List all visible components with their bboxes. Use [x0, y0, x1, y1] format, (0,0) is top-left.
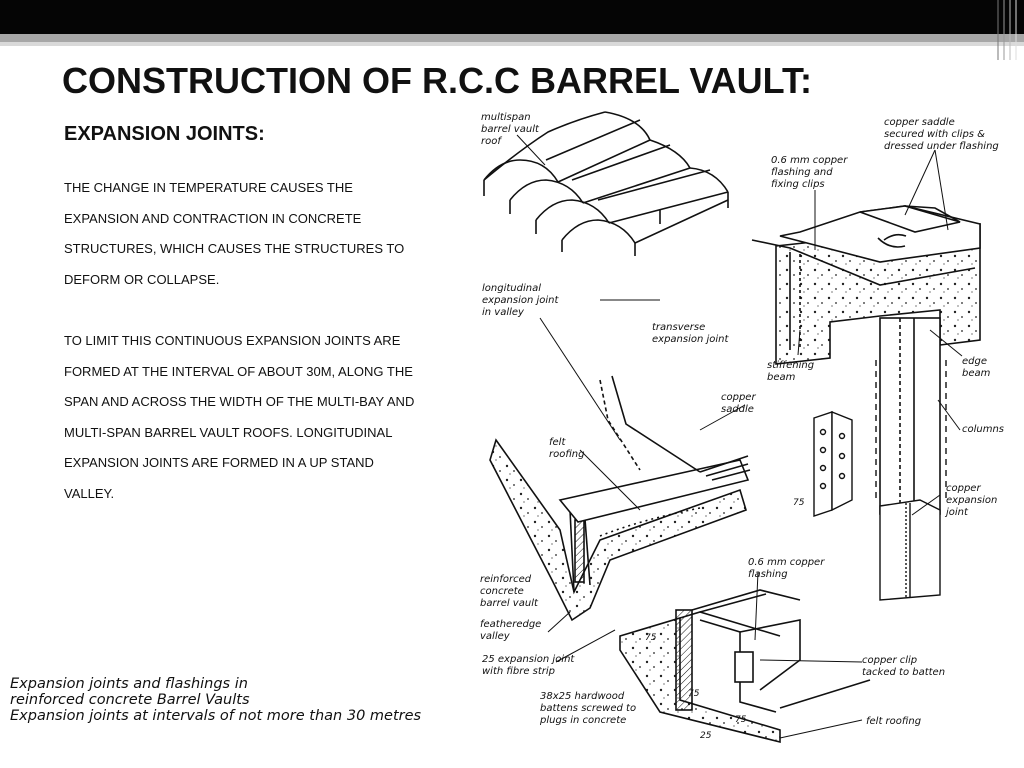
label-multispan: barrel vault — [481, 124, 540, 135]
label-longitudinal: expansion joint — [482, 295, 560, 306]
barrel-vault-expansion-joint-drawing: multispan barrel vault roof copper saddl… — [480, 111, 1004, 744]
dimension-label: 25 — [700, 731, 712, 741]
text-line: TO LIMIT THIS CONTINUOUS EXPANSION JOINT… — [64, 333, 401, 348]
slide-title: CONSTRUCTION OF R.C.C BARREL VAULT: — [62, 60, 812, 101]
upper-edge-beam-section — [751, 205, 981, 515]
label-featheredge-valley: featheredge — [480, 619, 541, 630]
paragraph-1: THE CHANGE IN TEMPERATURE CAUSES THE EXP… — [64, 173, 484, 295]
label-longitudinal: in valley — [482, 307, 525, 318]
label-copper-flashing-clips: 0.6 mm copper — [771, 155, 848, 166]
label-felt-roofing-bottom: felt roofing — [866, 716, 921, 727]
label-felt-roofing: felt — [549, 437, 566, 448]
label-edge-beam: edge — [962, 356, 987, 367]
label-fibre-strip: with fibre strip — [482, 666, 555, 677]
body-text: THE CHANGE IN TEMPERATURE CAUSES THE EXP… — [64, 173, 484, 509]
label-hardwood-battens: battens screwed to — [540, 703, 636, 714]
multispan-vault-sketch — [483, 111, 729, 256]
label-copper-saddle-clips: dressed under flashing — [884, 141, 999, 152]
valley-gutter-section — [489, 375, 751, 622]
dimension-label: 75 — [645, 633, 657, 643]
label-rc-barrel-vault: reinforced — [480, 574, 532, 585]
label-hardwood-battens: 38x25 hardwood — [540, 691, 625, 702]
upstand-joint-detail — [619, 589, 871, 744]
text-line: STRUCTURES, WHICH CAUSES THE STRUCTURES … — [64, 241, 405, 256]
leader-lines — [516, 134, 963, 739]
dimension-label: 75 — [793, 498, 805, 508]
label-felt-roofing: roofing — [549, 449, 585, 460]
label-copper-saddle: copper — [721, 392, 756, 403]
label-copper-clip: tacked to batten — [862, 667, 945, 678]
figure-labels: multispan barrel vault roof copper saddl… — [480, 112, 1004, 741]
caption-line: Expansion joints and flashings in — [10, 676, 248, 692]
grey-band — [0, 34, 1024, 42]
label-copper-flashing: 0.6 mm copper — [748, 557, 825, 568]
text-line: FORMED AT THE INTERVAL OF ABOUT 30M, ALO… — [64, 363, 413, 379]
label-rc-barrel-vault: concrete — [480, 586, 524, 597]
paragraph-2: TO LIMIT THIS CONTINUOUS EXPANSION JOINT… — [64, 326, 484, 509]
label-edge-beam: beam — [962, 368, 991, 379]
label-fibre-strip: 25 expansion joint — [482, 654, 575, 665]
top-dark-bar — [0, 0, 1024, 34]
label-copper-saddle-clips: secured with clips & — [884, 129, 985, 140]
text-line: THE CHANGE IN TEMPERATURE CAUSES THE — [64, 180, 353, 195]
dimension-label: 75 — [688, 689, 700, 699]
section-heading: EXPANSION JOINTS: — [64, 123, 265, 145]
label-copper-expansion-joint: expansion — [946, 495, 997, 506]
label-copper-saddle-clips: copper saddle — [884, 117, 955, 128]
label-copper-flashing-clips: fixing clips — [771, 179, 825, 190]
label-rc-barrel-vault: barrel vault — [480, 598, 539, 609]
label-copper-saddle: saddle — [721, 404, 754, 415]
light-grey-band — [0, 42, 1024, 46]
caption-line: Expansion joints at intervals of not mor… — [10, 708, 422, 724]
figure-caption: Expansion joints and flashings in reinfo… — [10, 676, 480, 724]
caption-line: reinforced concrete Barrel Vaults — [10, 692, 250, 708]
flashing-clip-detail — [813, 360, 947, 601]
label-featheredge-valley: valley — [480, 631, 511, 642]
text-line: VALLEY. — [64, 485, 115, 501]
text-line: DEFORM OR COLLAPSE. — [64, 271, 220, 287]
label-copper-clip: copper clip — [862, 655, 917, 666]
label-copper-flashing: flashing — [748, 569, 788, 580]
dimension-label: 75 — [735, 715, 747, 725]
label-copper-expansion-joint: joint — [944, 507, 969, 518]
label-transverse: transverse — [652, 322, 705, 333]
label-copper-flashing-clips: flashing and — [771, 167, 833, 178]
corner-decoration — [997, 0, 1017, 60]
label-columns: columns — [962, 424, 1004, 435]
label-longitudinal: longitudinal — [482, 283, 541, 294]
label-hardwood-battens: plugs in concrete — [539, 715, 626, 726]
label-stiffening-beam: stiffening — [767, 360, 814, 371]
label-transverse: expansion joint — [652, 334, 730, 345]
label-stiffening-beam: beam — [767, 372, 796, 383]
text-line: SPAN AND ACROSS THE WIDTH OF THE MULTI-B… — [64, 394, 415, 409]
label-multispan: multispan — [481, 112, 531, 123]
label-multispan: roof — [481, 136, 502, 147]
text-line: MULTI-SPAN BARREL VAULT ROOFS. LONGITUDI… — [64, 424, 393, 440]
label-copper-expansion-joint: copper — [946, 483, 981, 494]
text-line: EXPANSION AND CONTRACTION IN CONCRETE — [64, 210, 362, 226]
text-line: EXPANSION JOINTS ARE FORMED IN A UP STAN… — [64, 455, 374, 470]
